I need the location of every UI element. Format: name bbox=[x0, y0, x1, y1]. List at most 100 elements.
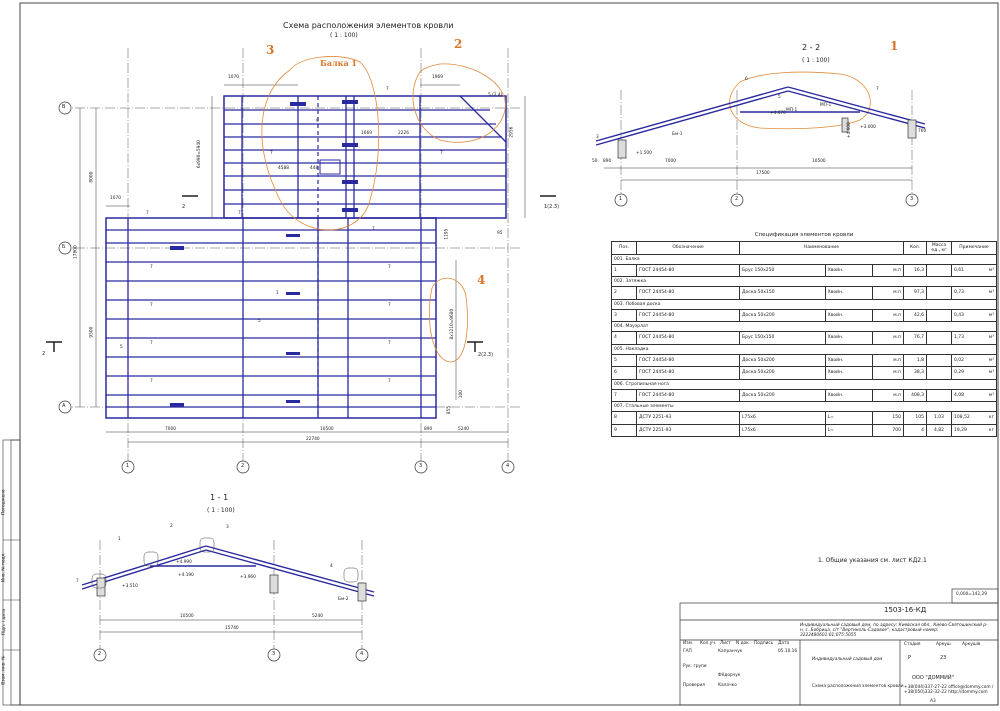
section11-dim-10500: 10500 bbox=[180, 614, 194, 619]
spec-cell-code: ГОСТ 24454-80 bbox=[636, 308, 740, 322]
pos-label: 7 bbox=[388, 303, 391, 308]
annotation-beam: Балка 1 bbox=[320, 58, 357, 68]
pos-label: 7 bbox=[150, 303, 153, 308]
spec-header-code: Обозначение bbox=[636, 241, 740, 255]
upper-block-frame bbox=[223, 95, 507, 219]
section22-bm1: Бм-1 bbox=[672, 132, 683, 137]
section11-level-4: +3.960 bbox=[240, 575, 256, 580]
section11-label-2: 2 bbox=[170, 524, 173, 529]
spec-table: Спецификация элементов кровли Поз. Обозн… bbox=[611, 229, 997, 437]
dim-spacing-b: 6x990=5940 bbox=[196, 140, 202, 169]
plan-scale: ( 1 : 100) bbox=[330, 32, 358, 39]
spec-cell-qty: 76,7 bbox=[903, 331, 927, 345]
annotation-1: 1 bbox=[890, 39, 899, 53]
spec-header-row: Поз. Обозначение Наименование Кол. Масса… bbox=[611, 241, 997, 255]
spec-cell-note-unit: м³ bbox=[988, 357, 994, 363]
spec-cell-unit: 150 bbox=[872, 411, 904, 425]
spec-cell-qty: 42,6 bbox=[903, 308, 927, 322]
spec-group-row: 007. Стальные элементы bbox=[611, 401, 997, 412]
stamp-col-sign: Подпись bbox=[754, 641, 774, 646]
section22-dim-50: 50 bbox=[592, 159, 598, 164]
spec-group-title: 007. Стальные элементы bbox=[611, 401, 997, 412]
dim-1195: 1195 bbox=[444, 228, 450, 240]
section11-axis-2: 2 bbox=[98, 651, 102, 657]
pos-label-1: 1 bbox=[276, 291, 279, 296]
upper-block-rafters bbox=[224, 95, 507, 218]
section11-axis-3: 3 bbox=[272, 651, 276, 657]
pos-label: 7 bbox=[146, 211, 149, 216]
plan-dimensions bbox=[79, 84, 526, 443]
dim-100: 100 bbox=[458, 390, 464, 399]
section22-dim-10500: 10500 bbox=[812, 159, 826, 164]
spec-cell-unit: м.п bbox=[872, 388, 904, 402]
dim-95: 95 bbox=[497, 231, 503, 236]
section-mark-upper-left: 2 bbox=[182, 204, 186, 210]
section11-dim-5240: 5240 bbox=[312, 614, 323, 619]
spec-cell-note-unit: м³ bbox=[988, 312, 994, 318]
dim-9500: 9500 bbox=[89, 326, 95, 338]
section22-axis-lines bbox=[620, 90, 913, 195]
spec-cell-mass bbox=[926, 331, 952, 345]
section22-dim-760: 760 bbox=[918, 129, 927, 134]
spec-group-row: 003. Лобовая доска bbox=[611, 298, 997, 310]
axis-col-2: 2 bbox=[241, 463, 245, 469]
stamp-name-3: Калачко bbox=[718, 683, 737, 688]
spec-cell-code: ДСТУ 2251-93 bbox=[636, 423, 740, 437]
section-markers bbox=[46, 195, 556, 352]
dim-5x24: 5 (2.4) bbox=[488, 93, 503, 98]
spec-cell-note-unit: м³ bbox=[988, 370, 994, 376]
section-mark-upper-right: 1(2.3) bbox=[544, 204, 560, 210]
spec-group-row: 002. Затяжка bbox=[611, 276, 997, 287]
spec-cell-pos: 8 bbox=[611, 411, 637, 425]
stamp-sheets-header: Аркушів bbox=[962, 642, 981, 647]
section11-axis-4: 4 bbox=[360, 651, 364, 657]
spec-group-title: 003. Лобовая доска bbox=[611, 298, 997, 310]
pos-label: 7 bbox=[372, 227, 375, 232]
annotation-3: 3 bbox=[266, 43, 275, 57]
stamp-contacts: +38(044)337-27-22 office@dommy.com / +38… bbox=[904, 685, 994, 695]
pos-label-4b: 5 bbox=[120, 345, 123, 350]
section11-dim-15740: 15740 bbox=[225, 626, 239, 631]
spec-cell-note-unit: м³ bbox=[988, 392, 994, 398]
section11-level-2: +4.990 bbox=[176, 560, 192, 565]
section22-label-7: 7 bbox=[876, 87, 879, 92]
spec-cell-material: Хвойн. bbox=[824, 308, 874, 322]
stamp-sheet-name: Схема расположения элементов кровли bbox=[812, 684, 904, 689]
section22-dim-890: 890 bbox=[603, 159, 612, 164]
plan-axis-bubbles bbox=[58, 101, 515, 474]
pos-label-9: 9 bbox=[316, 119, 319, 124]
section11-scale: ( 1 : 100) bbox=[207, 507, 235, 514]
pos-label: 7 bbox=[440, 151, 443, 156]
pos-label: 7 bbox=[150, 265, 153, 270]
section-mark-right: 2(2.3) bbox=[478, 352, 494, 358]
spec-cell-code: ГОСТ 24454-80 bbox=[636, 263, 740, 277]
axis-row-a: А bbox=[62, 403, 66, 409]
section22-walls bbox=[617, 117, 917, 159]
stamp-name-1: Капранчук bbox=[718, 649, 743, 654]
spec-header-note: Примечание bbox=[951, 241, 997, 255]
section11-bm2: Бм-2 bbox=[338, 597, 349, 602]
section22-dim-7000: 7000 bbox=[665, 159, 676, 164]
stamp-format: А3 bbox=[930, 699, 936, 704]
side-approved: Погоджено bbox=[1, 489, 7, 515]
section22-axis-2: 2 bbox=[735, 196, 739, 202]
spec-cell-pos: 7 bbox=[611, 388, 637, 402]
dim-2226: 2226 bbox=[398, 131, 409, 136]
spec-cell-code: ГОСТ 24454-80 bbox=[636, 353, 740, 367]
spec-cell-material: Хвойн. bbox=[824, 353, 874, 367]
spec-cell-code: ГОСТ 24454-80 bbox=[636, 366, 740, 380]
pos-label: 7 bbox=[270, 151, 273, 156]
section22-mp1b: МП-1 bbox=[820, 103, 832, 108]
spec-cell-qty: 1,8 bbox=[903, 353, 927, 367]
orange-annotations bbox=[261, 56, 871, 363]
annotation-2: 2 bbox=[454, 37, 463, 51]
spec-cell-name: Доска 50х200 bbox=[739, 308, 826, 322]
spec-header-mass: Масса ед., кг bbox=[926, 241, 952, 255]
